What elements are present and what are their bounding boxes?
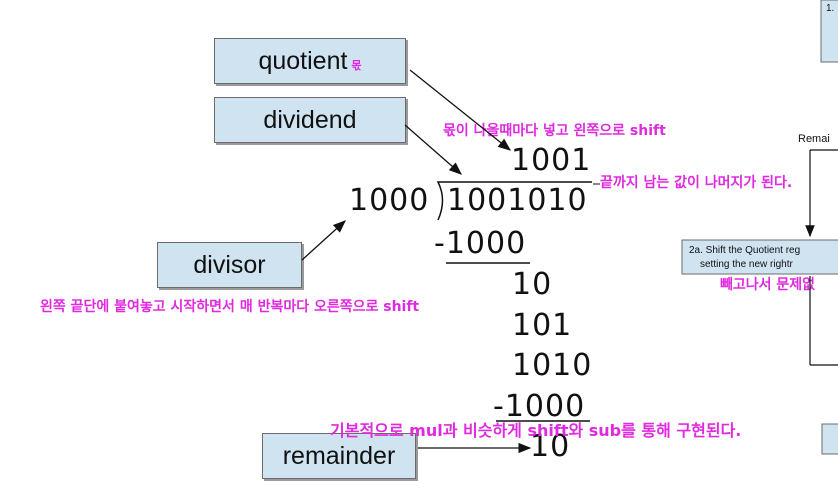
quotient-korean-label: 몫 <box>351 60 362 72</box>
quotient-arrow <box>409 69 512 151</box>
implementation-note: 기본적으로 mul과 비슷하게 shift와 sub를 통해 구현된다. <box>330 421 742 440</box>
flow-remain-label: Remai <box>798 133 830 145</box>
divisor-label: divisor <box>193 250 266 279</box>
quotient-label: quotient <box>258 46 348 75</box>
divisor-value: 1000 <box>349 183 430 218</box>
dividend-label-box: dividend <box>214 97 406 143</box>
flow-step2a-line1: 2a. Shift the Quotient reg <box>689 245 801 256</box>
remainder-label-box: remainder <box>262 433 416 479</box>
partial-row-3: 1010 <box>512 348 593 383</box>
subtract-row-1: -1000 <box>434 226 527 261</box>
dividend-value: 1001010 <box>447 183 588 218</box>
quotient-label-box: quotient 몫 <box>214 38 406 84</box>
divisor-arrow <box>301 220 346 261</box>
flow-box-2a <box>681 239 838 275</box>
dividend-arrow <box>404 124 462 175</box>
quotient-value: 1001 <box>511 143 592 178</box>
flow-box-top <box>820 0 838 63</box>
partial-row-2: 101 <box>512 308 573 343</box>
partial-row-1: 10 <box>512 267 553 302</box>
subtract-note: 빼고나서 문제없 <box>720 277 816 293</box>
divisor-label-box: divisor <box>157 242 302 288</box>
quotient-note: 몫이 나올때마다 넣고 왼쪽으로 shift <box>443 123 666 139</box>
flow-box-bottom <box>821 423 838 455</box>
flow-step2a-line2: setting the new rightr <box>700 259 793 270</box>
dividend-label: dividend <box>263 105 357 134</box>
remainder-note: 끝까지 남는 값이 나머지가 된다. <box>600 175 793 191</box>
remainder-value: 10 <box>530 429 571 464</box>
divisor-note: 왼쪽 끝단에 붙여놓고 시작하면서 매 반복마다 오른쪽으로 shift <box>40 299 420 315</box>
division-bracket <box>436 181 592 221</box>
remainder-label: remainder <box>282 441 396 470</box>
subtract-row-2: -1000 <box>493 389 586 424</box>
flow-step1-text: 1. <box>826 3 835 14</box>
